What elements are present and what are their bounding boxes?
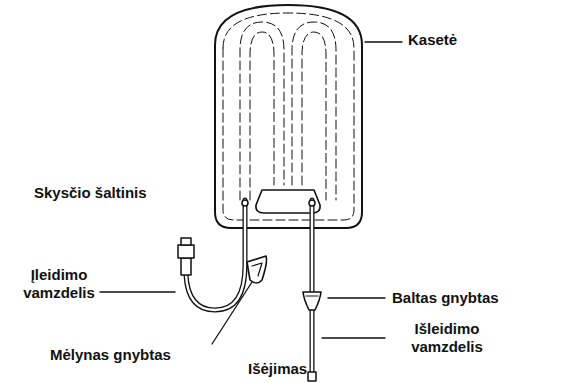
part-label: Skysčio šaltinis xyxy=(34,184,147,202)
part-label: Mėlynas gnybtas xyxy=(50,346,171,364)
part-label: Įleidimo vamzdelis xyxy=(18,266,100,302)
part-label: Kasetė xyxy=(408,31,457,49)
part-label: Baltas gnybtas xyxy=(392,289,499,307)
part-label: Išėjimas xyxy=(248,360,307,378)
part-label: Išleidimo vamzdelis xyxy=(392,320,502,356)
